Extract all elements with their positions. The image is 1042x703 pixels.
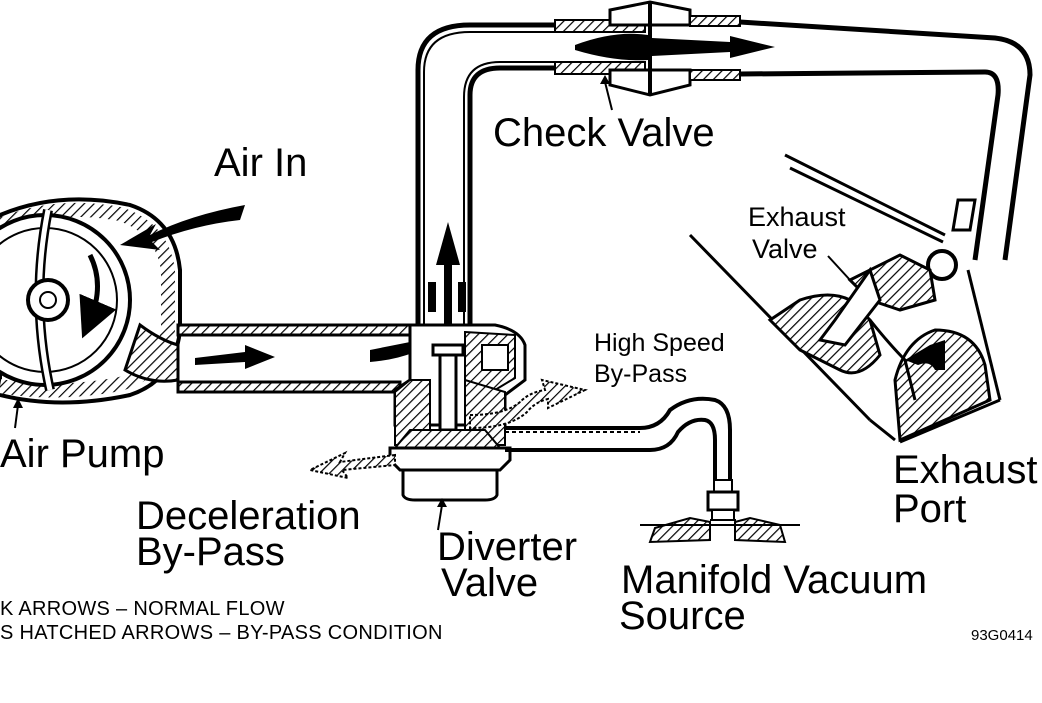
label-manifold-line1: Manifold Vacuum <box>621 558 928 602</box>
label-air-pump: Air Pump <box>0 432 165 476</box>
air-pump <box>0 197 182 405</box>
injection-pipe <box>415 22 560 330</box>
cylinder-head <box>688 153 1002 444</box>
label-manifold-line2: Source <box>619 594 746 638</box>
deceleration-bypass-arrow <box>306 450 396 480</box>
pump-outlet-pipe <box>176 323 420 394</box>
air-in-arrow <box>120 205 245 250</box>
label-air-in: Air In <box>214 141 308 185</box>
label-check-valve: Check Valve <box>493 111 715 155</box>
label-deceleration-line2: By-Pass <box>136 530 285 574</box>
high-speed-bypass-arrow <box>469 378 588 430</box>
legend-bypass-condition: S HATCHED ARROWS – BY-PASS CONDITION <box>0 622 443 644</box>
label-exhaust-valve-line1: Exhaust <box>748 202 846 232</box>
label-high-speed-line2: By-Pass <box>594 360 688 388</box>
label-diverter-line1: Diverter <box>437 525 578 569</box>
check-valve <box>554 0 775 111</box>
figure-code: 93G0414 <box>971 627 1033 644</box>
label-high-speed-line1: High Speed <box>594 329 725 357</box>
label-exhaust-valve-line2: Valve <box>752 234 818 264</box>
air-pump-pointer <box>13 398 23 429</box>
label-diverter-line2: Valve <box>441 561 539 605</box>
vacuum-line <box>505 396 800 544</box>
label-exhaust-port-line1: Exhaust <box>893 448 1038 492</box>
exhaust-feed-pipe <box>739 19 1033 261</box>
label-deceleration-line1: Deceleration <box>136 494 361 538</box>
label-exhaust-port-line2: Port <box>893 487 967 531</box>
legend-normal-flow: K ARROWS – NORMAL FLOW <box>0 598 285 620</box>
diverter-valve <box>388 323 527 531</box>
